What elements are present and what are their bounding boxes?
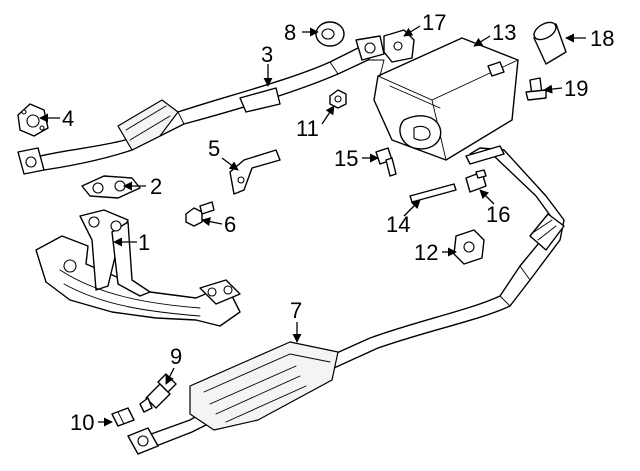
callout-11: 11 [296,116,319,141]
callout-19: 19 [564,76,588,101]
callout-16: 16 [486,202,510,227]
callout-13: 13 [492,20,516,45]
bolt-19 [525,77,547,101]
callout-9: 9 [170,344,182,369]
insulator-ring [315,21,345,47]
exhaust-manifold [35,209,241,327]
callout-7: 7 [290,298,302,323]
front-pipe-with-catalyst [17,35,385,175]
callout-17: 17 [422,10,446,35]
flange-gasket [17,103,49,137]
callout-12: 12 [414,240,438,265]
callout-4: 4 [62,106,74,131]
callout-labels: 1 2 3 4 5 6 7 8 9 10 11 12 13 14 15 16 1… [62,10,614,435]
callout-8: 8 [284,20,296,45]
plug [111,407,135,427]
manifold-gasket [81,175,141,199]
callout-5: 5 [208,136,220,161]
callout-14: 14 [386,212,410,237]
callout-1: 1 [138,230,150,255]
gasket-strip [409,183,457,203]
callout-18: 18 [590,26,614,51]
hanger-insulator-17 [383,29,415,63]
callout-10: 10 [70,410,94,435]
hanger-insulator-12 [453,229,485,265]
callout-6: 6 [224,212,236,237]
oxygen-sensor [139,373,177,413]
clamp [465,169,487,193]
center-pipe [127,145,565,455]
heat-shield-bracket [229,149,281,195]
tail-pipe-finisher [533,21,567,65]
leader-lines [39,25,586,427]
callout-3: 3 [261,42,273,67]
callout-2: 2 [150,174,162,199]
bolt-15 [375,147,397,177]
muffler [367,37,519,161]
bolt-6 [185,201,215,227]
nut-11 [329,89,347,109]
callout-15: 15 [334,146,358,171]
